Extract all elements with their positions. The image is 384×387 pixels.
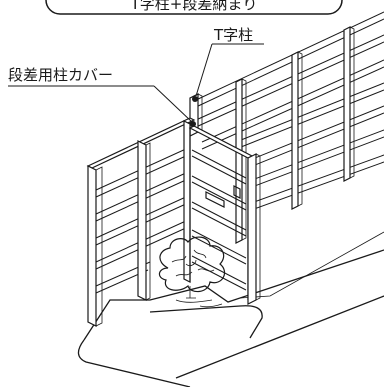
t-post-callout: T字柱: [192, 26, 264, 102]
diagram-title: T字柱+段差納まり: [130, 0, 258, 13]
ground-outline: [77, 231, 384, 387]
name-plate: [233, 185, 241, 199]
step-cover-label: 段差用柱カバー: [8, 66, 113, 84]
step-cover-callout: 段差用柱カバー: [8, 66, 196, 127]
t-post-label: T字柱: [213, 26, 253, 44]
shrub: [158, 236, 225, 308]
mail-slot: [205, 191, 225, 208]
left-fence: [86, 117, 196, 327]
back-fence: [195, 11, 384, 244]
title-pill: T字柱+段差納まり: [45, 0, 343, 15]
front-fence: [188, 125, 261, 305]
